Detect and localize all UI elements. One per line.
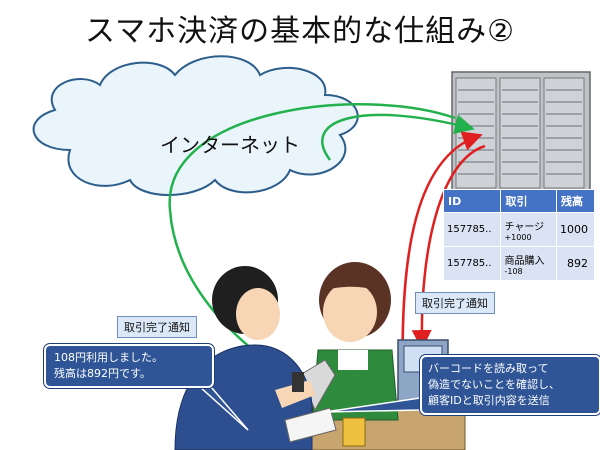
product-box-icon xyxy=(342,417,366,447)
server-rack-icon xyxy=(451,71,591,193)
transaction-amount: -108 xyxy=(504,266,523,276)
row-transaction: チャージ+1000 xyxy=(500,212,557,247)
scanner-callout-line: 顧客IDと取引内容を送信 xyxy=(428,394,550,407)
transaction-type: チャージ xyxy=(504,221,545,233)
green-arrow-to-server xyxy=(321,113,475,161)
row-balance: 1000 xyxy=(556,212,595,247)
internet-cloud xyxy=(32,55,359,196)
customer-callout-line: 108円利用しました。 xyxy=(54,351,163,364)
receipt-icon xyxy=(284,407,337,443)
transaction-table: ID 取引 残高 157785.. チャージ+1000 1000 157785.… xyxy=(442,189,595,281)
row-balance: 892 xyxy=(556,246,595,281)
table-row: 157785.. チャージ+1000 1000 xyxy=(442,212,595,247)
scanner-callout-line: バーコードを読み取って xyxy=(428,362,549,375)
scanner-callout-line: 偽造でないことを確認し、 xyxy=(428,378,560,391)
cashier-illustration xyxy=(311,262,399,421)
row-transaction: 商品購入-108 xyxy=(500,246,557,281)
table-row: 157785.. 商品購入-108 892 xyxy=(442,246,595,281)
table-header-balance: 残高 xyxy=(556,189,595,213)
internet-label: インターネット xyxy=(160,133,300,157)
row-id: 157785.. xyxy=(442,212,502,247)
page-title: スマホ決済の基本的な仕組み② xyxy=(85,14,515,49)
scanner-explanation-callout: バーコードを読み取って 偽造でないことを確認し、 顧客IDと取引内容を送信 xyxy=(420,355,600,415)
row-id: 157785.. xyxy=(442,246,502,281)
customer-speech-callout: 108円利用しました。 残高は892円です。 xyxy=(44,344,214,388)
transaction-complete-label-right: 取引完了通知 xyxy=(415,292,495,314)
table-header-id: ID xyxy=(442,189,502,213)
table-header-transaction: 取引 xyxy=(500,189,557,213)
transaction-amount: +1000 xyxy=(504,232,532,242)
transaction-complete-label-left: 取引完了通知 xyxy=(117,316,197,338)
transaction-type: 商品購入 xyxy=(504,255,545,267)
customer-callout-line: 残高は892円です。 xyxy=(54,367,151,380)
